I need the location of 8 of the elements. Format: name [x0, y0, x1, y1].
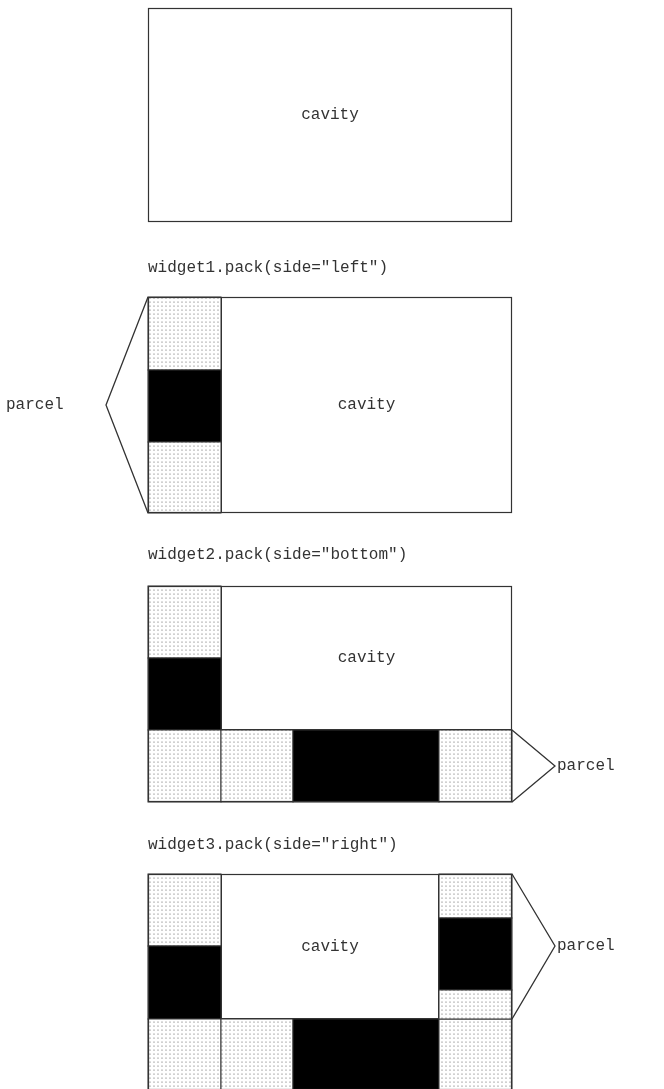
code-caption: widget1.pack(side="left") — [148, 258, 389, 278]
cavity-region: cavity — [221, 874, 439, 1019]
parcel-label: parcel — [557, 756, 615, 776]
parcel-label: parcel — [6, 395, 64, 415]
parcel-label: parcel — [557, 936, 615, 956]
code-caption: widget2.pack(side="bottom") — [148, 545, 408, 565]
code-caption: widget3.pack(side="right") — [148, 835, 398, 855]
cavity-region: cavity — [221, 586, 512, 730]
